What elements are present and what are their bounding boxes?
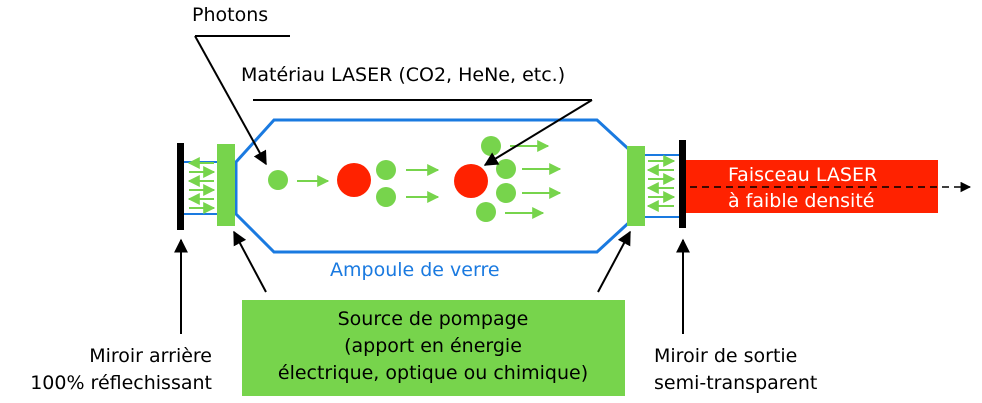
atom (337, 163, 371, 197)
atom (454, 164, 488, 198)
rear-mirror (177, 143, 184, 230)
photon-travel-arrows (297, 140, 562, 219)
beam-label-line2: à faible densité (728, 190, 874, 212)
photon-dot (376, 160, 396, 180)
pump-label-line3: électrique, optique ou chimique) (278, 362, 588, 384)
pump-pointer-right (597, 230, 631, 293)
pump-bar-right (627, 146, 645, 226)
photon-dot (268, 170, 288, 190)
output-photon-arrows (646, 155, 676, 212)
mirror-guide-lines (182, 154, 686, 218)
pump-pointer-left (233, 230, 267, 293)
photon-dot (496, 183, 516, 203)
laser-material-label: Matériau LASER (CO2, HeNe, etc.) (241, 64, 565, 86)
photon-dot (376, 187, 396, 207)
output-mirror-label-line1: Miroir de sortie (654, 345, 797, 367)
output-mirror-label-line2: semi-transparent (654, 372, 817, 394)
beam-label-line1: Faisceau LASER (728, 164, 877, 186)
output-mirror (679, 140, 686, 228)
photon-dot (481, 136, 501, 156)
pump-bar-left (217, 144, 235, 226)
photon-dot (476, 202, 496, 222)
pump-label-line2: (apport en énergie (344, 335, 522, 357)
photons-pointer (194, 35, 267, 166)
rear-mirror-label-line1: Miroir arrière (89, 345, 212, 367)
pump-label-line1: Source de pompage (338, 308, 529, 330)
pump-source-box (242, 300, 625, 396)
laser-material-pointer (483, 99, 593, 166)
photon-dot (496, 159, 516, 179)
glass-bulb-label: Ampoule de verre (330, 259, 500, 281)
rear-photon-arrows (187, 157, 216, 214)
photons-label: Photons (192, 4, 268, 26)
rear-mirror-label-line2: 100% réflechissant (30, 372, 212, 394)
glass-bulb (234, 118, 637, 254)
photons-group (268, 136, 516, 222)
